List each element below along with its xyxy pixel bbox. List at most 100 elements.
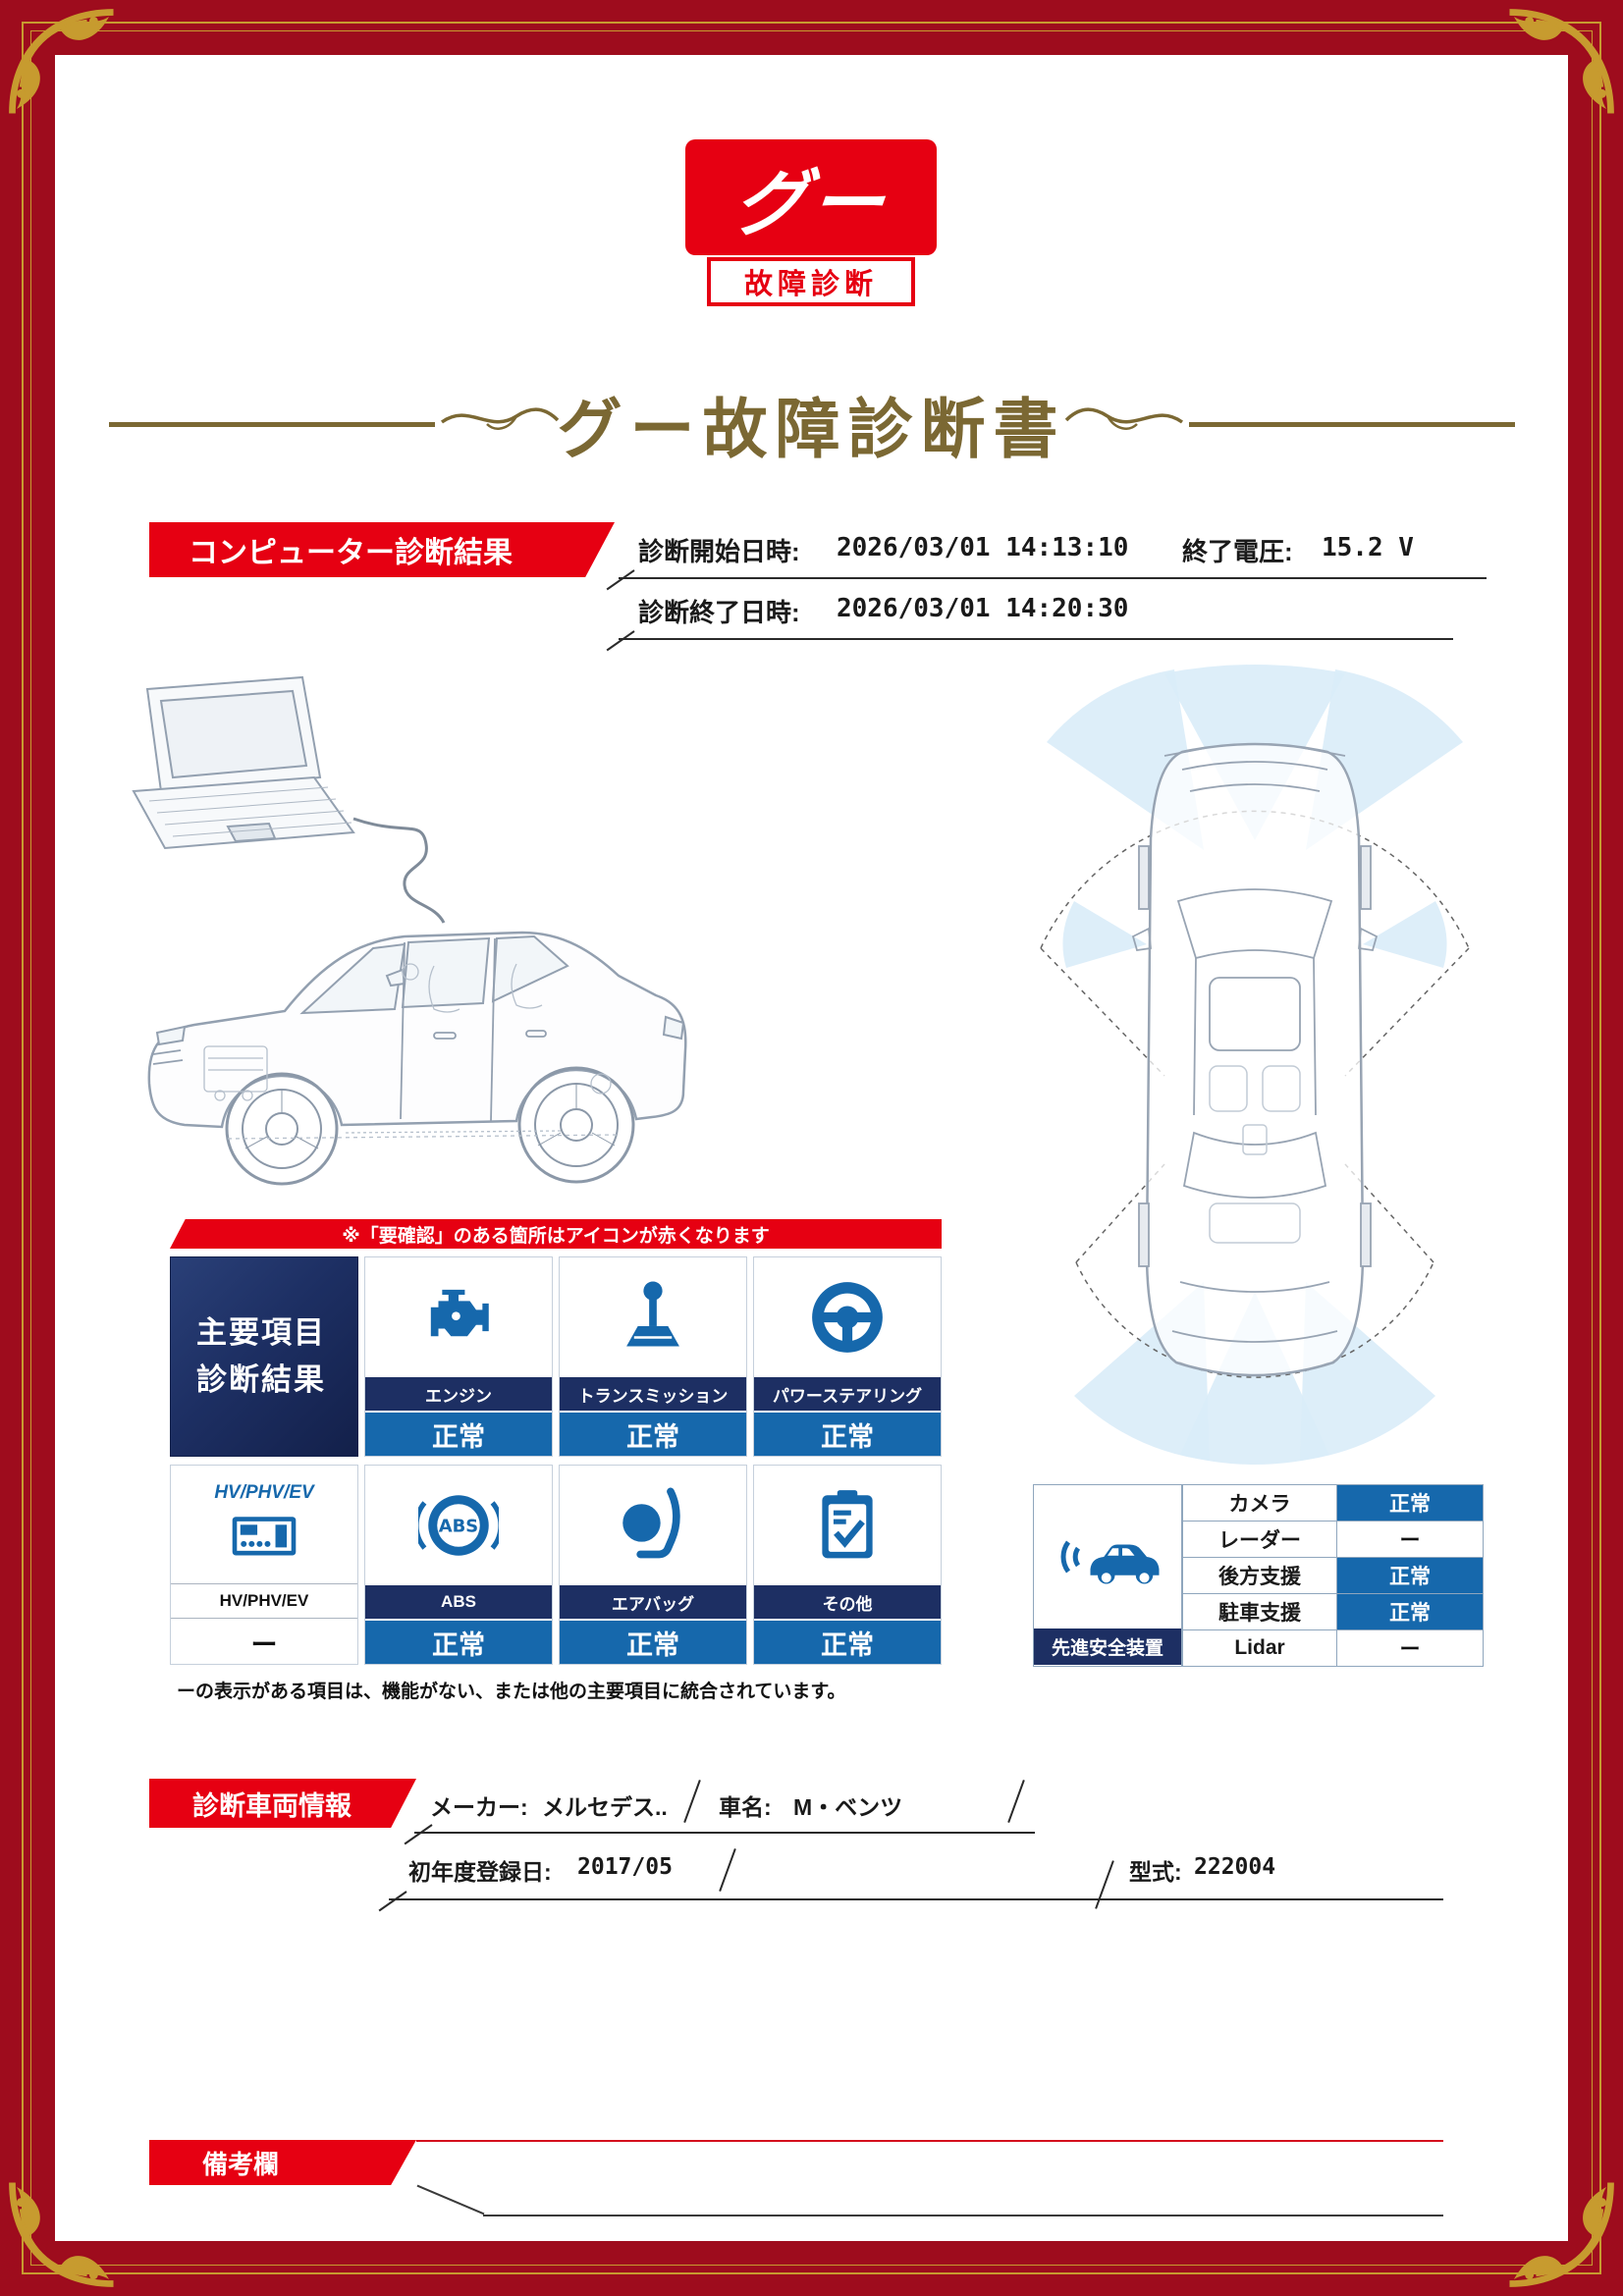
main-diagnosis-grid: 主要項目 診断結果 エンジン 正常 [170,1256,942,1665]
section-banner-remarks: 備考欄 [149,2140,416,2185]
safety-row-label: カメラ [1183,1485,1336,1521]
notice-strip: ※「要確認」のある箇所はアイコンが赤くなります [170,1219,942,1249]
item-status: ー [171,1619,357,1664]
item-label: その他 [754,1585,941,1619]
rule-tick [404,1824,433,1845]
end-voltage-value: 15.2 V [1322,533,1414,562]
diagnosis-rule-1 [619,577,1487,579]
field-divider [1095,1860,1114,1909]
safety-row-label: レーダー [1183,1522,1336,1557]
title-rule-right [1189,422,1515,427]
section-title: コンピューター診断結果 [189,537,513,569]
start-datetime-label: 診断開始日時: [638,537,800,566]
start-datetime-value: 2026/03/01 14:13:10 [837,533,1129,562]
rule-tick [606,569,635,591]
rule-tick [378,1891,407,1912]
item-label: パワーステアリング [754,1377,941,1411]
safety-table: カメラ 正常 レーダー ー 後方支援 正常 駐車支援 正常 Lidar ー [1182,1484,1484,1667]
safety-row-value: 正常 [1337,1485,1483,1521]
diagnosis-cell-abs: ABS ABS 正常 [364,1465,553,1665]
goo-logo-text: グー [730,162,892,244]
diagnosis-rule-2 [619,638,1453,640]
diagnosis-cell-power-steering: パワーステアリング 正常 [753,1256,942,1457]
remarks-rule-top [416,2140,1443,2142]
model-code-value: 222004 [1194,1854,1276,1880]
abs-icon: ABS [418,1495,499,1556]
main-items-panel-line2: 診断結果 [196,1362,326,1397]
end-voltage-label: 終了電圧: [1182,537,1293,566]
goo-logo: グー [685,139,937,255]
airbag-icon [622,1487,680,1559]
abs-icon-text: ABS [439,1516,478,1536]
rule-tick [606,630,635,652]
maker-label: メーカー: [430,1794,528,1820]
car-name-value: M・ベンツ [793,1794,903,1820]
safety-row-label: Lidar [1183,1630,1336,1666]
vehicle-rule-2 [389,1898,1443,1900]
corner-ornament-icon [9,2182,114,2287]
diagnosis-cell-hv-phv-ev: HV/PHV/EV HV/PHV/EV ー [170,1465,358,1665]
page-title: グー故障診断書 [557,393,1066,465]
safety-panel: 先進安全装置 [1033,1484,1182,1667]
end-datetime-value: 2026/03/01 14:20:30 [837,594,1129,623]
safety-row-value: ー [1337,1522,1483,1557]
corner-ornament-icon [1509,2182,1614,2287]
item-label: エンジン [365,1377,552,1411]
item-status: 正常 [560,1411,746,1456]
safety-row-value: 正常 [1337,1558,1483,1593]
field-divider [1007,1780,1025,1823]
section-title: 診断車両情報 [192,1790,352,1821]
item-status: 正常 [754,1619,941,1664]
maker-value: メルセデス.. [542,1794,668,1820]
checklist-icon [822,1490,873,1559]
safety-row-value: ー [1337,1630,1483,1666]
section-title: 備考欄 [202,2149,280,2179]
field-divider [683,1780,701,1823]
steering-wheel-icon [812,1282,883,1353]
car-name-label: 車名: [719,1794,772,1820]
grid-footnote: ーの表示がある項目は、機能がない、または他の主要項目に統合されています。 [177,1682,846,1702]
safety-row-value: 正常 [1337,1594,1483,1629]
item-label: エアバッグ [560,1585,746,1619]
remarks-rule-diagonal [416,2184,485,2216]
transmission-icon [626,1281,679,1347]
corner-ornament-icon [9,9,114,114]
safety-row-label: 後方支援 [1183,1558,1336,1593]
first-registration-value: 2017/05 [577,1854,673,1880]
main-items-panel: 主要項目 診断結果 [170,1256,358,1457]
engine-icon [430,1289,489,1337]
diagnosis-cell-airbag: エアバッグ 正常 [559,1465,747,1665]
hv-phv-ev-header: HV/PHV/EV [214,1482,314,1503]
goo-logo-sublabel: 故障診断 [707,257,915,306]
advanced-safety-block: 先進安全装置 カメラ 正常 レーダー ー 後方支援 正常 駐車支援 正常 Lid… [1033,1484,1484,1667]
safety-row-label: 駐車支援 [1183,1594,1336,1629]
laptop-car-diagnosis-illustration [132,675,687,1186]
item-status: 正常 [560,1619,746,1664]
ev-meter-icon [232,1517,297,1556]
title-flourish-left-icon [440,407,560,430]
remarks-rule-bottom [483,2215,1443,2216]
vehicle-rule-1 [414,1832,1035,1834]
field-divider [719,1848,736,1892]
item-label: ABS [365,1585,552,1619]
title-flourish-right-icon [1064,407,1184,430]
report-body: グー 故障診断 グー故障診断書 コンピューター診断結果 診断開始日時: 2026… [55,55,1568,2241]
section-banner-vehicle-info: 診断車両情報 [149,1779,416,1828]
corner-ornament-icon [1509,9,1614,114]
car-sensor-icon [1060,1540,1160,1584]
item-label: トランスミッション [560,1377,746,1411]
diagnosis-cell-engine: エンジン 正常 [364,1256,553,1457]
safety-panel-label: 先進安全装置 [1034,1629,1181,1665]
item-status: 正常 [365,1411,552,1456]
first-registration-label: 初年度登録日: [408,1859,552,1885]
goo-logo-sublabel-text: 故障診断 [743,269,878,300]
item-status: 正常 [365,1619,552,1664]
section-banner-computer-diagnosis: コンピューター診断結果 [149,522,615,577]
end-datetime-label: 診断終了日時: [638,598,800,627]
title-rule-left [109,422,435,427]
main-items-panel-line1: 主要項目 [196,1314,326,1350]
item-label: HV/PHV/EV [171,1583,357,1619]
top-view-car-sensor-illustration [1040,665,1470,1465]
diagnosis-cell-other: その他 正常 [753,1465,942,1665]
